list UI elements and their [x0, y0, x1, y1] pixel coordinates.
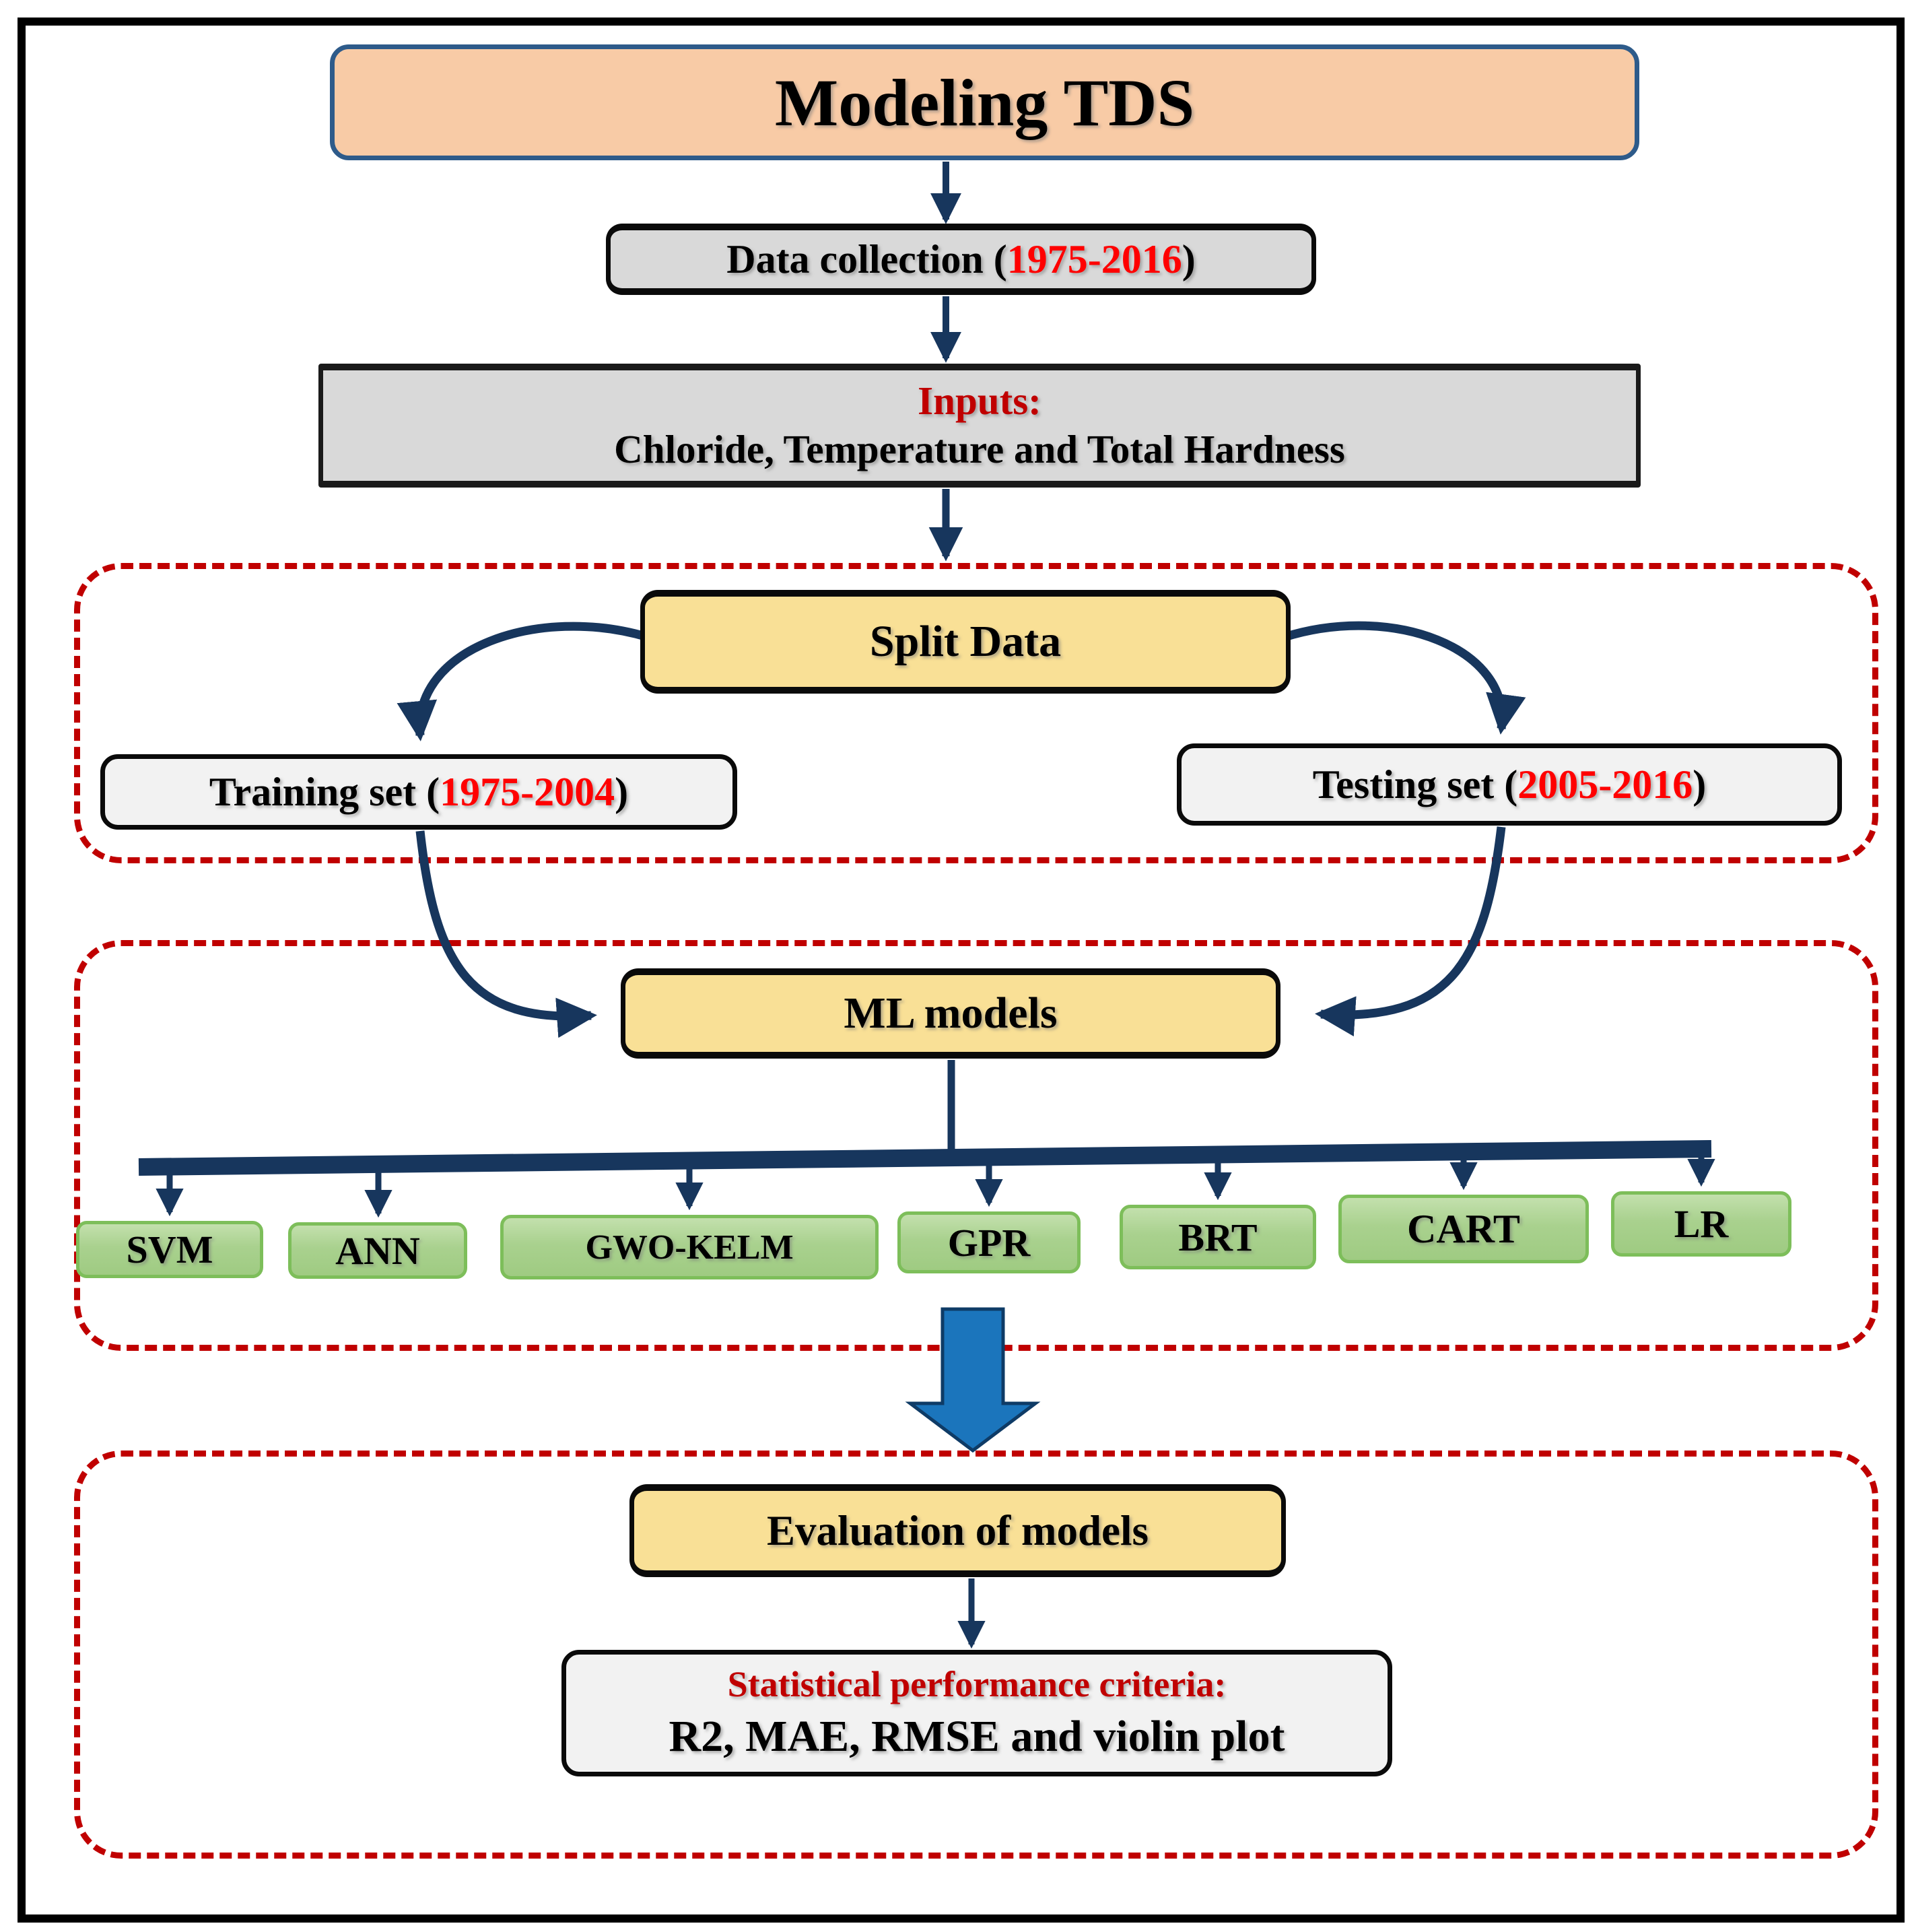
inputs-body: Chloride, Temperature and Total Hardness [614, 427, 1345, 471]
split-data-box: Split Data [640, 590, 1291, 694]
model-box-gpr: GPR [897, 1211, 1081, 1273]
model-label-svm: SVM [126, 1228, 213, 1271]
evaluation-label: Evaluation of models [766, 1506, 1149, 1554]
model-label-gwo-kelm: GWO-KELM [585, 1228, 794, 1267]
model-label-ann: ANN [335, 1228, 420, 1273]
training-prefix: Training set ( [209, 769, 440, 814]
split-data-label: Split Data [869, 617, 1062, 666]
evaluation-box: Evaluation of models [629, 1484, 1286, 1577]
split-data-region-outline [74, 563, 1878, 863]
criteria-body: R2, MAE, RMSE and violin plot [669, 1712, 1285, 1762]
training-set-box: Training set (1975-2004) [100, 754, 737, 830]
model-label-gpr: GPR [947, 1220, 1031, 1265]
model-box-svm: SVM [76, 1221, 263, 1278]
model-box-cart: CART [1338, 1195, 1589, 1263]
model-label-lr: LR [1674, 1202, 1729, 1246]
ml-branch-bar [138, 1140, 1712, 1176]
data-collection-suffix: ) [1182, 236, 1196, 281]
model-box-gwo-kelm: GWO-KELM [500, 1215, 879, 1279]
data-collection-label: Data collection (1975-2016) [726, 236, 1196, 283]
ml-models-label: ML models [844, 989, 1058, 1038]
criteria-heading: Statistical performance criteria: [727, 1664, 1227, 1704]
figure-frame [18, 18, 1905, 1923]
curve-training-to-ml-icon [415, 830, 597, 1038]
criteria-box: Statistical performance criteria: R2, MA… [561, 1650, 1392, 1776]
evaluation-region-outline [74, 1451, 1878, 1859]
curve-split-to-testing-icon [1283, 621, 1526, 735]
block-arrow-to-evaluation-icon [905, 1307, 1041, 1453]
testing-years: 2005-2016 [1517, 762, 1693, 807]
testing-suffix: ) [1693, 762, 1707, 807]
model-box-lr: LR [1611, 1191, 1791, 1257]
page-title: Modeling TDS [774, 65, 1195, 140]
model-box-brt: BRT [1120, 1205, 1316, 1269]
curve-testing-to-ml-icon [1315, 826, 1506, 1037]
model-box-ann: ANN [288, 1222, 467, 1279]
testing-set-label: Testing set (2005-2016) [1313, 762, 1706, 808]
inputs-box: Inputs: Chloride, Temperature and Total … [318, 364, 1641, 488]
inputs-heading: Inputs: [918, 378, 1041, 424]
data-collection-box: Data collection (1975-2016) [606, 224, 1316, 295]
model-label-cart: CART [1407, 1206, 1520, 1251]
testing-set-box: Testing set (2005-2016) [1177, 743, 1842, 826]
training-years: 1975-2004 [440, 769, 615, 814]
training-suffix: ) [615, 769, 629, 814]
data-collection-years: 1975-2016 [1006, 236, 1182, 281]
ml-models-box: ML models [621, 968, 1280, 1059]
title-box: Modeling TDS [330, 44, 1639, 160]
testing-prefix: Testing set ( [1312, 762, 1518, 807]
model-label-brt: BRT [1178, 1215, 1258, 1259]
training-set-label: Training set (1975-2004) [209, 769, 628, 815]
data-collection-prefix: Data collection ( [726, 236, 1007, 281]
curve-split-to-training-icon [397, 622, 649, 741]
